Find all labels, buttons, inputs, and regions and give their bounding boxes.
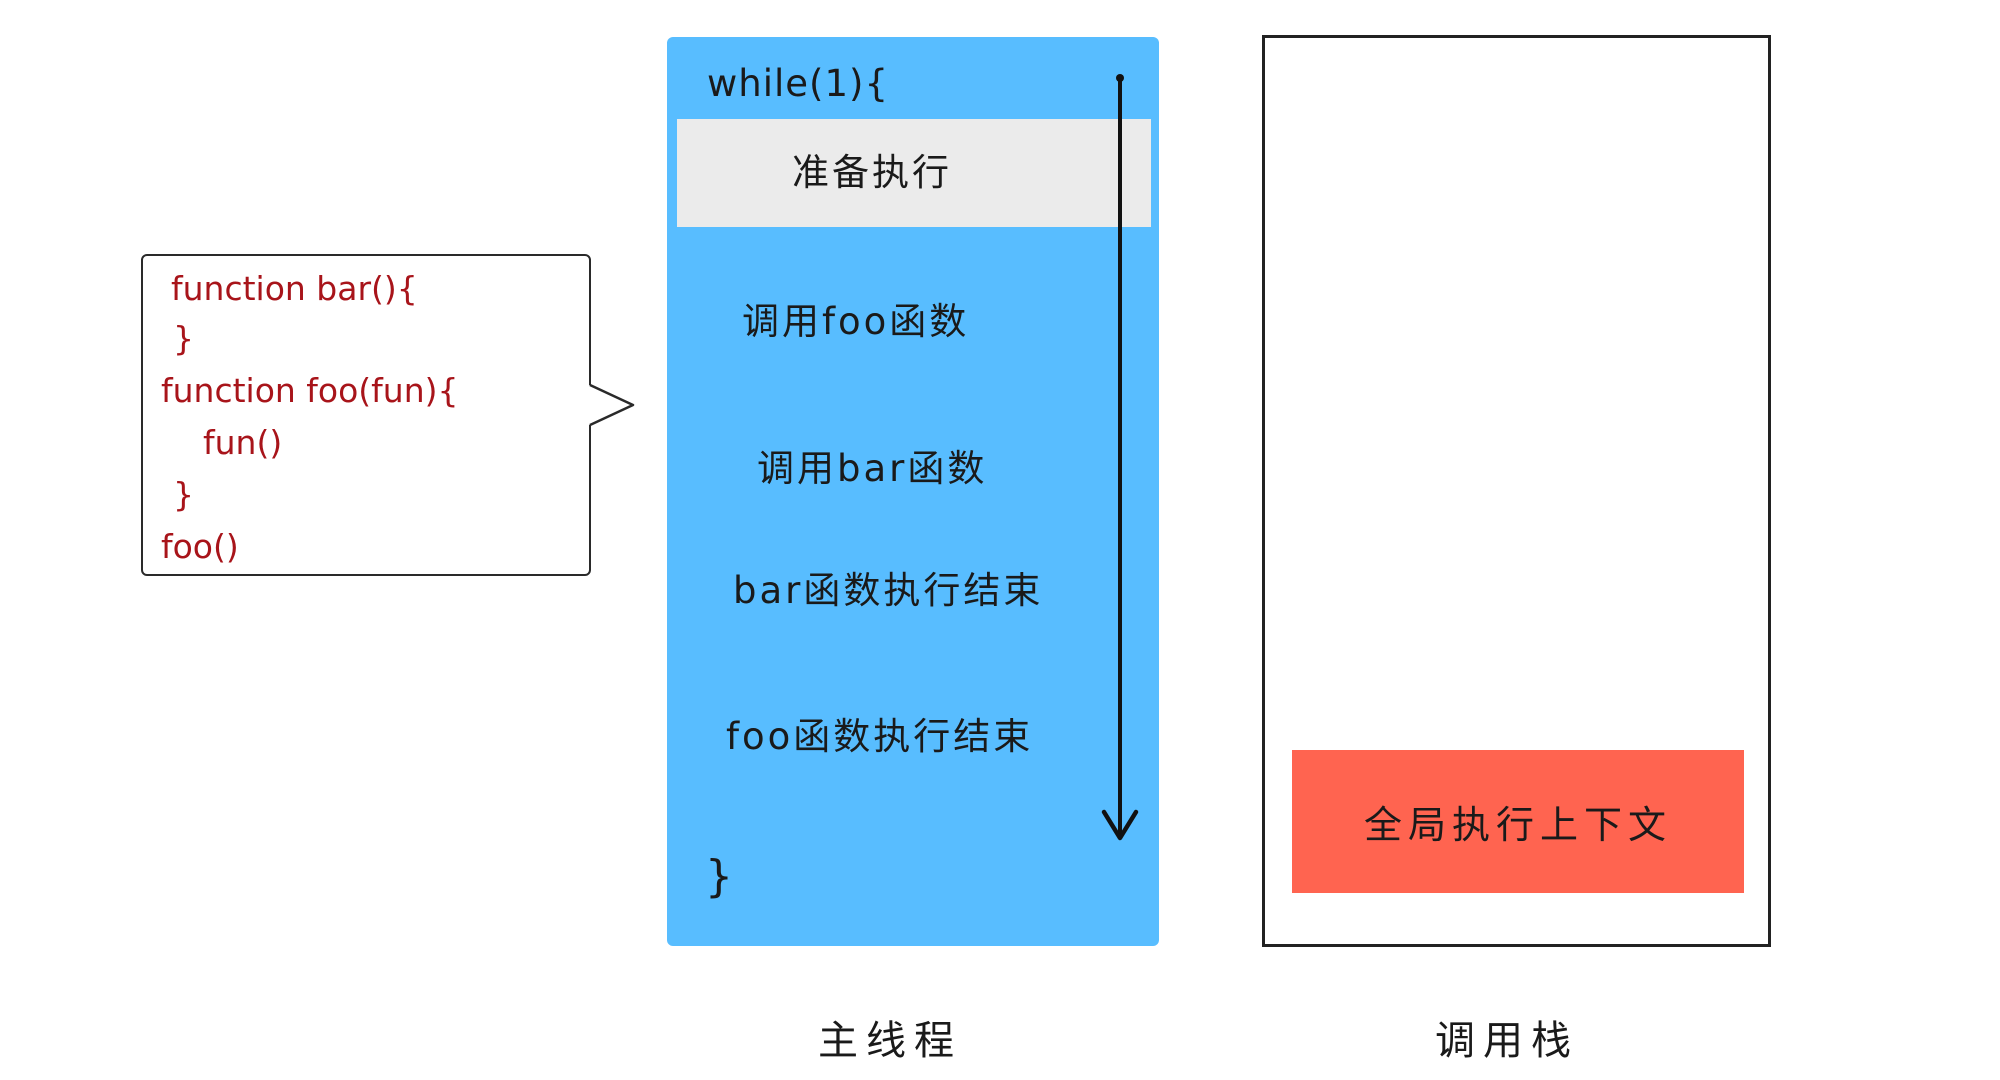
call-stack: 全局执行上下文: [1262, 35, 1771, 947]
code-line: function bar(){: [171, 269, 418, 308]
thread-step: 准备执行: [792, 151, 952, 194]
code-line: }: [173, 475, 194, 514]
stack-frame-global: 全局执行上下文: [1292, 750, 1744, 893]
main-thread-caption: 主线程: [818, 1018, 962, 1064]
stack-frame-label: 全局执行上下文: [1363, 803, 1672, 847]
bubble-pointer-icon: [589, 383, 635, 427]
call-stack-caption: 调用栈: [1435, 1018, 1579, 1064]
code-line: fun(): [203, 423, 283, 462]
thread-step: 调用bar函数: [757, 447, 988, 490]
code-line: function foo(fun){: [161, 371, 459, 410]
main-thread: while(1){ 准备执行 调用foo函数 调用bar函数 bar函数执行结束…: [667, 37, 1159, 946]
code-line: }: [173, 319, 194, 358]
loop-close: }: [705, 851, 736, 902]
code-bubble: function bar(){ } function foo(fun){ fun…: [141, 254, 591, 576]
thread-step: 调用foo函数: [742, 300, 970, 343]
code-line: foo(): [161, 527, 239, 566]
current-step-highlight: [677, 119, 1151, 227]
loop-open: while(1){: [707, 62, 889, 105]
thread-step: bar函数执行结束: [733, 569, 1044, 612]
arrow-down-icon: [1101, 74, 1139, 841]
thread-step: foo函数执行结束: [726, 715, 1034, 758]
